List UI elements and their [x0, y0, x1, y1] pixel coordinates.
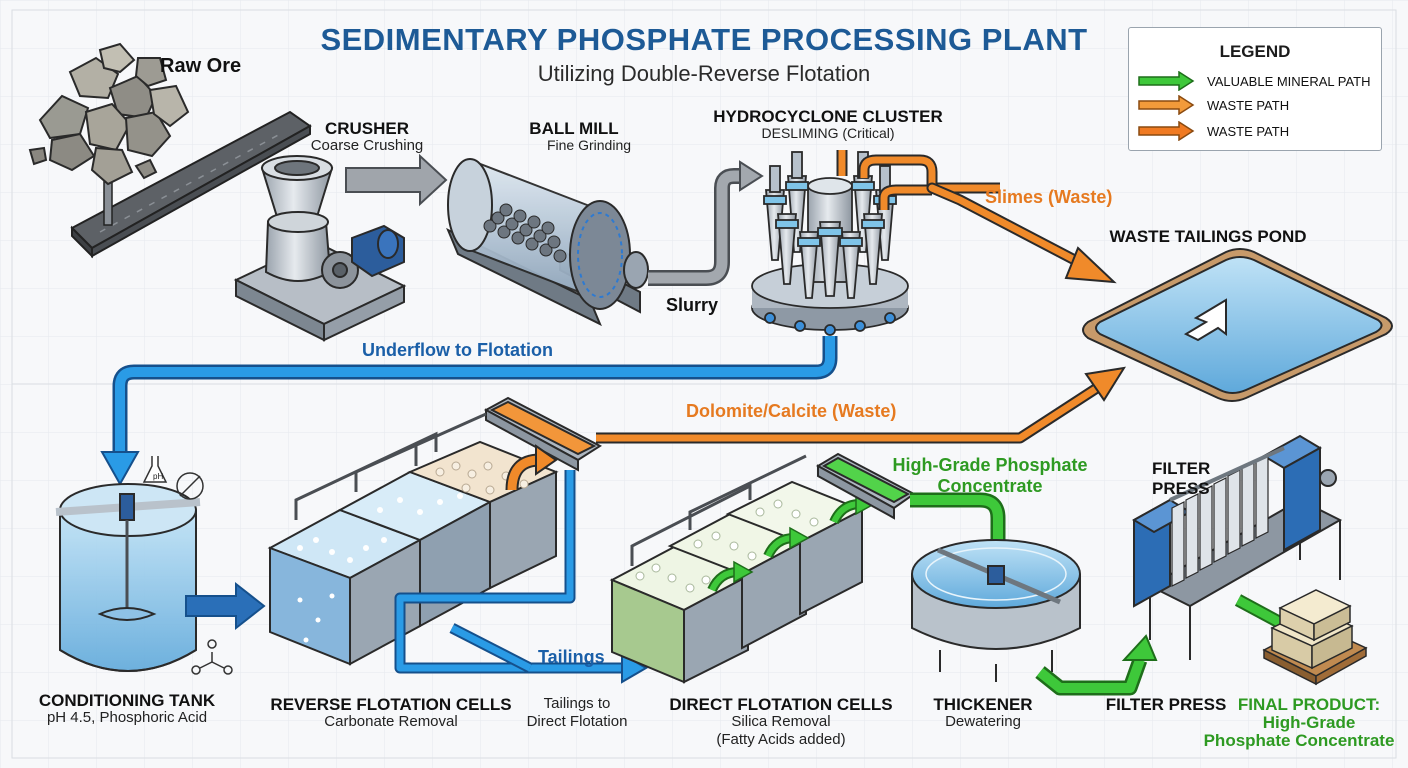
green-arrow-icon — [1138, 71, 1195, 91]
page-title: SEDIMENTARY PHOSPHATE PROCESSING PLANT — [320, 22, 1088, 57]
direct-flotation-cells — [609, 480, 865, 684]
direct-flotation-desc: Silica Removal — [731, 713, 831, 730]
legend-item-waste-2: WASTE PATH — [1137, 120, 1289, 142]
reverse-flotation-label: REVERSE FLOTATION CELLS — [270, 695, 512, 714]
ball-mill-desc: Fine Grinding — [546, 137, 632, 153]
slimes-arrow — [926, 182, 1117, 284]
slimes-pipes — [836, 150, 1000, 210]
thickener — [911, 539, 1081, 682]
direct-flotation-label: DIRECT FLOTATION CELLS — [669, 695, 893, 714]
legend-item-waste: WASTE PATH — [1137, 94, 1289, 116]
legend-label: VALUABLE MINERAL PATH — [1207, 73, 1371, 89]
tailings-label: Tailings — [538, 647, 605, 667]
final-product-label-1: FINAL PRODUCT: — [1237, 695, 1381, 714]
legend-title: LEGEND — [1219, 42, 1291, 61]
arrow-crusher-to-mill — [345, 153, 448, 207]
slurry-label: Slurry — [666, 295, 719, 315]
thickener-desc: Dewatering — [945, 713, 1021, 730]
dolomite-label: Dolomite/Calcite (Waste) — [686, 401, 897, 421]
orange-arrow-icon — [1138, 121, 1195, 141]
arrow-tank-to-reverse — [185, 581, 266, 631]
legend-label: WASTE PATH — [1207, 123, 1290, 139]
concentrate-label-line1: High-Grade Phosphate — [892, 455, 1088, 475]
page-subtitle: Utilizing Double-Reverse Flotation — [537, 61, 871, 86]
ball-mill — [446, 158, 649, 327]
hydrocyclone-label: HYDROCYCLONE CLUSTER — [713, 107, 943, 126]
green-internal-arrows — [707, 492, 876, 593]
air-pipes-direct — [630, 454, 807, 566]
tailings-to-label-1: Tailings to — [543, 695, 611, 712]
product-bags-pallet — [1262, 589, 1368, 686]
ball-mill-label: BALL MILL — [529, 119, 619, 138]
conveyor-belt — [70, 110, 312, 259]
crusher-label: CRUSHER — [324, 119, 410, 138]
dolomite-launder — [483, 396, 602, 472]
ph-icon: pH — [153, 472, 163, 481]
tailings-arrow — [394, 470, 648, 684]
slimes-label: Slimes (Waste) — [985, 187, 1113, 207]
underflow-label: Underflow to Flotation — [362, 340, 553, 360]
dolomite-waste-arrow — [596, 366, 1127, 444]
tailings-pond-label: WASTE TAILINGS POND — [1109, 227, 1307, 246]
air-pipes-reverse — [294, 412, 487, 520]
reverse-flotation-desc: Carbonate Removal — [324, 713, 458, 730]
orange-arrow-icon — [1138, 95, 1195, 115]
filter-press — [1132, 434, 1343, 660]
filter-press-label: FILTER PRESS — [1105, 695, 1227, 714]
legend-item-valuable: VALUABLE MINERAL PATH — [1137, 70, 1371, 92]
legend-label: WASTE PATH — [1207, 97, 1290, 113]
crusher — [233, 155, 407, 342]
final-product-label-2: High-Grade — [1262, 713, 1356, 732]
conditioning-tank-label: CONDITIONING TANK — [38, 691, 216, 710]
hydrocyclone-desc: DESLIMING (Critical) — [761, 125, 895, 141]
overflow-arrow-reverse — [505, 444, 558, 491]
arrow-mill-to-hydrocyclone — [648, 160, 764, 286]
concentrate-launder — [815, 452, 916, 520]
conditioning-tank — [55, 483, 201, 672]
raw-ore-pile — [28, 42, 190, 186]
thickener-to-filter-arrow — [1035, 634, 1158, 696]
raw-ore-label: Raw Ore — [160, 55, 242, 77]
legend: LEGEND VALUABLE MINERAL PATH WASTE PATH … — [1128, 27, 1382, 151]
filter-press-top-label-2: PRESS — [1152, 479, 1210, 498]
underflow-arrow — [100, 336, 838, 487]
hydrocyclone-cluster — [751, 151, 909, 336]
reagent-icons — [142, 456, 233, 675]
direct-flotation-desc2: (Fatty Acids added) — [716, 731, 846, 748]
concentrate-label-line2: Concentrate — [937, 476, 1043, 496]
waste-tailings-pond — [1082, 248, 1393, 402]
crusher-desc: Coarse Crushing — [310, 137, 424, 154]
thickener-label: THICKENER — [933, 695, 1033, 714]
final-product-label-3: Phosphate Concentrate — [1203, 731, 1395, 750]
filter-press-top-label-1: FILTER — [1152, 459, 1211, 478]
tailings-to-label-2: Direct Flotation — [526, 713, 628, 730]
conditioning-tank-desc: pH 4.5, Phosphoric Acid — [46, 709, 208, 726]
